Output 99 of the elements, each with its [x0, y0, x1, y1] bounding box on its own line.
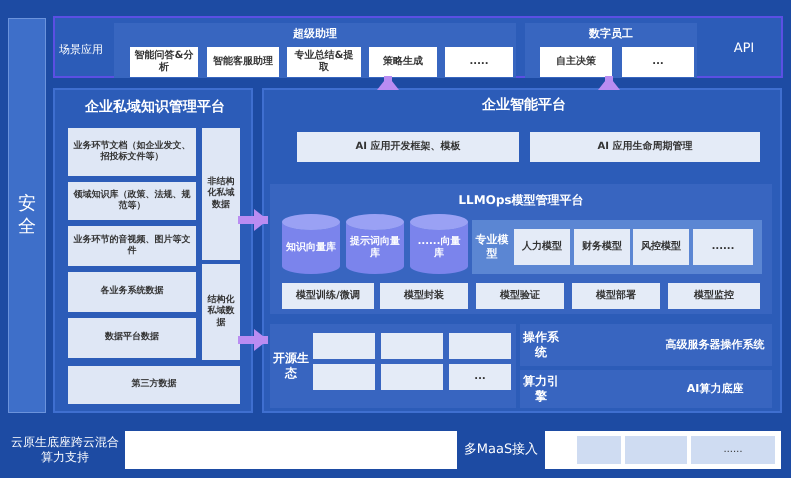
label-text: 智能客服助理 [212, 56, 274, 68]
module-box [297, 132, 519, 162]
label-text: ......向量库 [416, 236, 462, 260]
layer-panel [53, 16, 783, 78]
module-box [530, 132, 760, 162]
data-box [68, 128, 196, 176]
arrow [238, 209, 268, 231]
data-box [68, 366, 240, 404]
module-box [380, 283, 468, 309]
body-text: API [732, 40, 756, 58]
heading-text: 企业私域知识管理平台 [84, 98, 226, 118]
label-text: 领域知识库（政策、法规、规范等） [72, 190, 192, 212]
platform-panel [270, 184, 772, 314]
arrow [238, 329, 268, 351]
side-bar [8, 18, 46, 413]
blank-box [381, 333, 443, 359]
module-box [633, 229, 689, 265]
data-box [202, 128, 240, 260]
label-text: 风控模型 [640, 240, 682, 254]
heading-text: 数字员工 [588, 26, 634, 42]
label-text: 模型封装 [402, 290, 445, 302]
heading-text: 开源生态 [273, 350, 309, 382]
blank-box [625, 436, 687, 464]
label-text: 业务环节文档（如企业发文、招投标文件等） [72, 140, 192, 164]
label-text: 非结构化私域数据 [206, 177, 236, 211]
label-text: 第三方数据 [130, 379, 178, 391]
database-cylinder [346, 214, 404, 274]
platform-panel [262, 88, 782, 413]
heading-text: 企业智能平台 [480, 96, 567, 116]
label-text: ...... [710, 240, 736, 254]
database-cylinder [282, 214, 340, 274]
label-text: 模型验证 [498, 290, 541, 302]
label-text: 智能问答&分析 [134, 50, 194, 74]
blank-panel [125, 431, 457, 469]
blank-box [313, 333, 375, 359]
module-box [574, 229, 630, 265]
body-text: 多MaaS接入 [462, 440, 540, 459]
module-box [369, 47, 437, 77]
data-box [68, 182, 196, 220]
label-text: 知识向量库 [285, 242, 337, 254]
label-text: ... [473, 370, 487, 384]
blank-box [577, 436, 621, 464]
label-text: AI 应用生命周期管理 [596, 140, 694, 154]
module-box [476, 283, 564, 309]
heading-text: LLMOps模型管理平台 [457, 192, 585, 208]
heading-text: 场景应用 [58, 42, 104, 58]
label-text: ... [651, 56, 665, 68]
label-text: 各业务系统数据 [100, 286, 164, 298]
module-box [691, 436, 775, 464]
database-cylinder [410, 214, 468, 274]
label-text: 结构化私域数据 [206, 295, 236, 329]
body-text: AI算力底座 [686, 381, 744, 398]
module-box [514, 229, 570, 265]
label-text: 提示词向量库 [348, 236, 401, 260]
label-text: 策略生成 [382, 56, 424, 68]
label-text: 模型监控 [692, 290, 735, 302]
label-text: ...... [722, 444, 744, 456]
group-panel [270, 324, 516, 408]
platform-panel [53, 88, 253, 413]
heading-text: 云原生底座跨云混合算力支持 [10, 434, 120, 466]
heading-text: 算力引擎 [523, 374, 559, 404]
body-text: 高级服务器操作系统 [664, 337, 766, 354]
module-box [540, 47, 612, 77]
module-box [282, 283, 374, 309]
module-box [622, 47, 694, 77]
arrow [377, 76, 399, 90]
label-text: 模型训练/微调 [294, 290, 361, 302]
blank-box [449, 333, 511, 359]
blank-panel [545, 431, 781, 469]
label-text: 财务模型 [581, 240, 623, 254]
module-box [445, 47, 513, 77]
heading-text: 操作系统 [523, 330, 559, 360]
module-box [207, 47, 279, 77]
label-text: ..... [468, 56, 490, 68]
heading-text: 超级助理 [292, 26, 338, 42]
module-box [693, 229, 753, 265]
data-box [68, 272, 196, 312]
heading-text: 专业模型 [475, 232, 509, 262]
label-text: 自主决策 [555, 56, 597, 68]
data-box [68, 318, 196, 358]
data-box [202, 264, 240, 360]
module-box [287, 47, 361, 77]
label-text: 模型部署 [594, 290, 637, 302]
label-text: 人力模型 [520, 240, 563, 254]
data-box [68, 226, 196, 266]
label-text: AI 应用开发框架、模板 [354, 140, 462, 154]
module-box [449, 364, 511, 390]
label-text: 安全 [17, 193, 37, 238]
group-panel [525, 23, 697, 78]
label-text: 业务环节的音视频、图片等文件 [72, 234, 192, 258]
label-text: 专业总结&提取 [294, 50, 354, 74]
label-text: 数据平台数据 [104, 332, 160, 344]
module-box [572, 283, 660, 309]
group-panel [114, 23, 516, 78]
blank-box [313, 364, 375, 390]
module-box [668, 283, 760, 309]
blank-box [381, 364, 443, 390]
group-panel [472, 220, 762, 274]
arrow [598, 76, 620, 90]
